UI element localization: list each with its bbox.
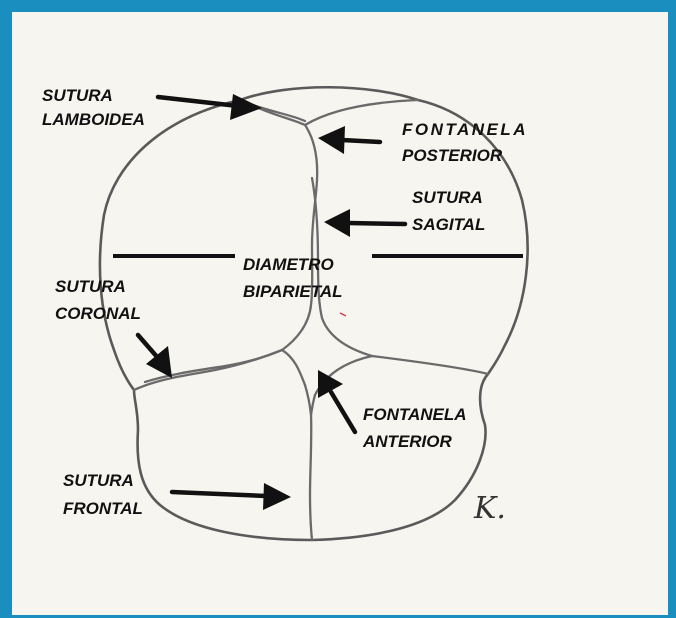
sagittal-suture-left: [280, 123, 319, 352]
frontal-suture-join: [309, 393, 317, 417]
label-sutura-sagital: SUTURA SAGITAL: [412, 188, 487, 234]
arrow-fontanela-anterior: [318, 370, 358, 435]
coronal-suture-right: [313, 354, 490, 397]
label-sutura-lamboidea: SUTURA LAMBOIDEA: [42, 86, 145, 129]
arrow-lamboidea: [155, 94, 262, 120]
label-sutura-coronal: SUTURA CORONAL: [55, 277, 141, 323]
label-sutura-frontal: SUTURA FRONTAL: [63, 471, 143, 518]
arrow-sutura-frontal: [169, 483, 291, 510]
lambdoid-suture: [240, 98, 420, 127]
label-fontanela-anterior: FONTANELA ANTERIOR: [362, 405, 471, 451]
frontal-suture: [303, 383, 314, 542]
sagittal-suture-right: [310, 176, 374, 358]
artist-signature: K.: [473, 491, 506, 526]
skull-outline: [98, 85, 529, 542]
arrow-fontanela-posterior: [318, 126, 383, 154]
label-diametro-biparietal: DIAMETRO BIPARIETAL: [243, 255, 342, 301]
red-mark: [339, 312, 347, 317]
coronal-suture-left-inner: [143, 348, 284, 384]
label-fontanela-posterior: FONTANELA POSTERIOR: [402, 120, 535, 165]
arrow-sutura-coronal: [135, 332, 172, 378]
arrow-sutura-sagital: [324, 209, 408, 237]
